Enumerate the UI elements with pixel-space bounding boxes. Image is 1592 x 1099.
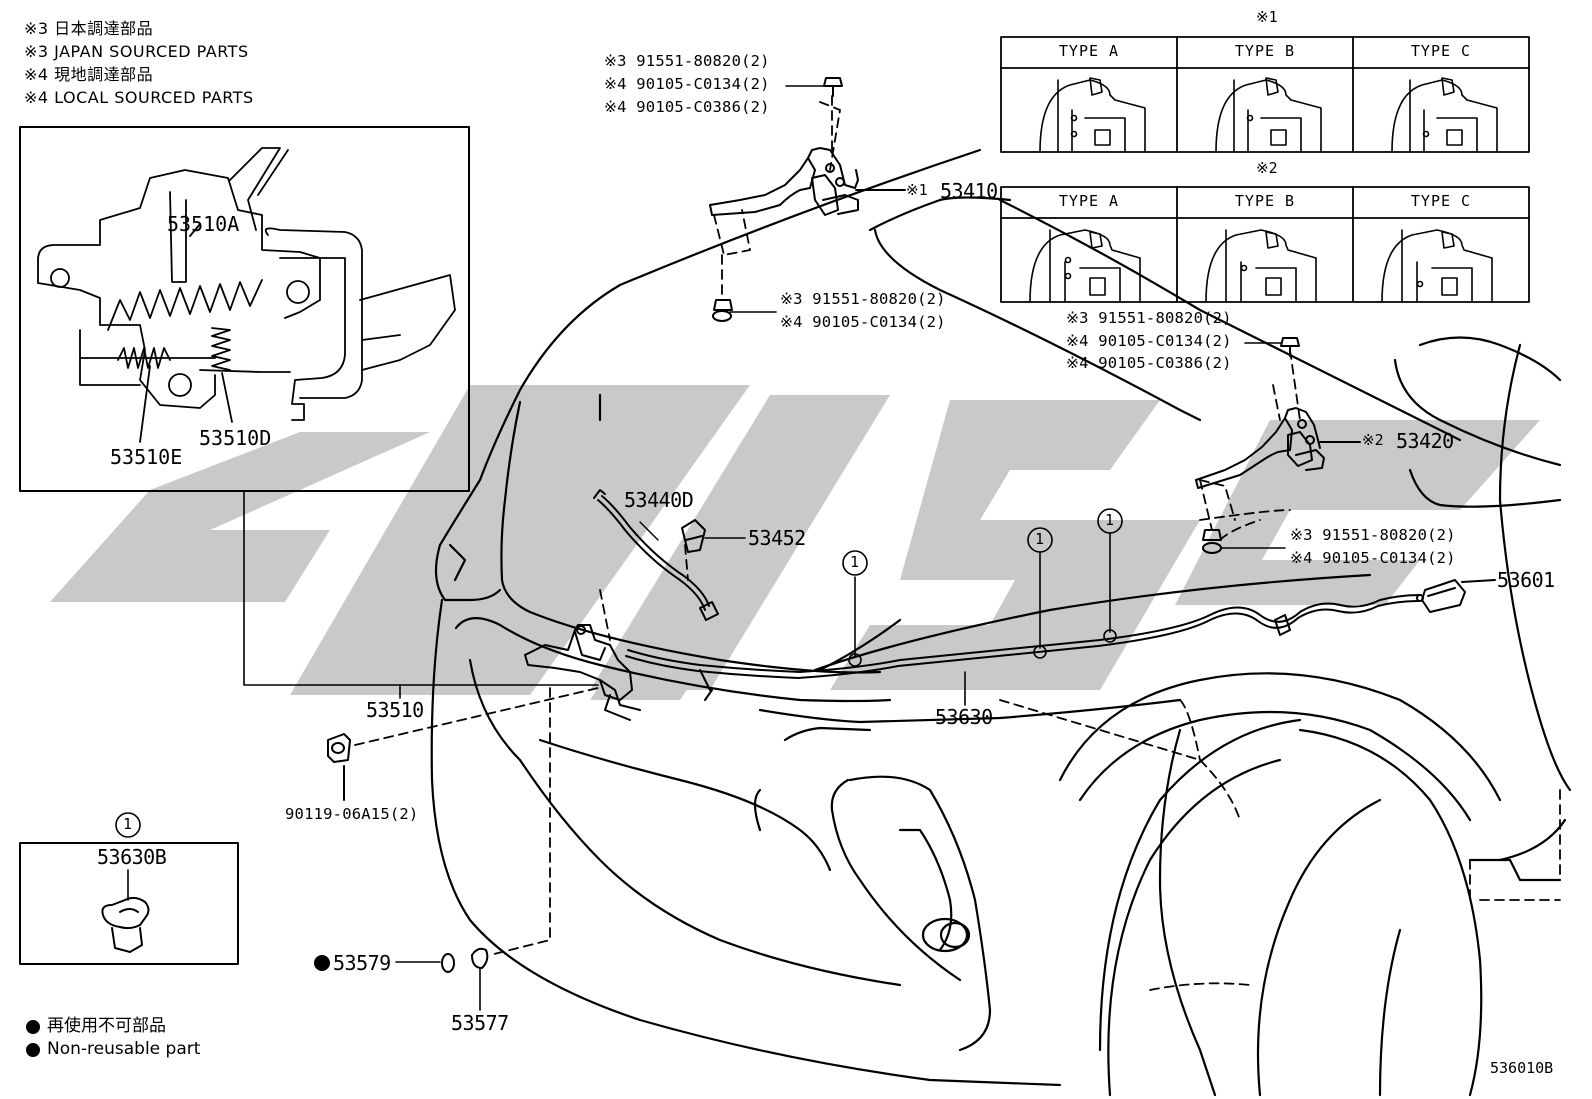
clip-53452 <box>681 519 746 553</box>
lock-detail-drawing <box>37 147 456 443</box>
part-53630b: 53630B <box>97 845 167 869</box>
clamp-callouts <box>842 508 1123 706</box>
clamp-inset-frame <box>19 842 239 965</box>
grommet-53579 <box>314 953 455 973</box>
hood-hinge-left <box>709 77 906 322</box>
callout-marker-2: 1 <box>1035 530 1045 548</box>
fastener-right-2: ※4 90105-C0134(2) <box>1066 332 1232 350</box>
part-53440d: 53440D <box>624 488 694 512</box>
fastener-top-2: ※4 90105-C0134(2) <box>604 75 770 93</box>
legend-bullet-2 <box>26 1043 40 1057</box>
cable-53440d <box>593 489 719 621</box>
callout-marker-3: 1 <box>1105 511 1115 529</box>
legend-en: Non-reusable part <box>47 1039 201 1059</box>
fastener-right-lower-2: ※4 90105-C0134(2) <box>1290 549 1456 567</box>
fastener-right-lower-1: ※3 91551-80820(2) <box>1290 526 1456 544</box>
car-body-outline <box>430 148 1572 1097</box>
callout-marker-inset: 1 <box>123 815 133 833</box>
label-53510a: 53510A <box>167 212 240 236</box>
type-table-1-header-c: TYPE C <box>1410 42 1472 60</box>
type-table-1-marker: ※1 <box>1256 8 1278 26</box>
hidden-lines <box>354 95 1561 991</box>
fastener-top-3: ※4 90105-C0386(2) <box>604 98 770 116</box>
label-53510e: 53510E <box>110 445 183 469</box>
type-table-2 <box>1000 186 1530 303</box>
part-53579: 53579 <box>333 951 391 975</box>
note-local-jp: ※4 現地調達部品 <box>24 65 154 84</box>
type-table-2-header-a: TYPE A <box>1058 192 1120 210</box>
type-table-2-marker: ※2 <box>1256 159 1278 177</box>
fastener-left-lower-2: ※4 90105-C0134(2) <box>780 313 946 331</box>
fastener-left-lower-1: ※3 91551-80820(2) <box>780 290 946 308</box>
hinge-right-marker: ※2 <box>1362 431 1384 449</box>
type-table-2-header-b: TYPE B <box>1234 192 1296 210</box>
part-90119: 90119-06A15(2) <box>285 805 419 823</box>
fastener-top-1: ※3 91551-80820(2) <box>604 52 770 70</box>
hood-lock-53510 <box>524 624 641 721</box>
cushion-53577 <box>471 947 489 1011</box>
part-53630: 53630 <box>935 705 993 729</box>
type-table-1-header-b: TYPE B <box>1234 42 1296 60</box>
diagram-code: 536010B <box>1490 1059 1554 1077</box>
type-table-2-header-c: TYPE C <box>1410 192 1472 210</box>
type-table-1 <box>1000 36 1530 153</box>
legend-bullet-1 <box>26 1020 40 1034</box>
bolt-90119 <box>327 733 351 801</box>
fastener-right-1: ※3 91551-80820(2) <box>1066 309 1232 327</box>
cable-53630 <box>625 594 1421 701</box>
part-53452: 53452 <box>748 526 806 550</box>
type-table-1-header-a: TYPE A <box>1058 42 1120 60</box>
part-53420: 53420 <box>1396 429 1454 453</box>
switch-53601 <box>1416 579 1496 613</box>
part-53601: 53601 <box>1497 568 1555 592</box>
hood-hinge-right <box>1195 337 1361 554</box>
label-53510d: 53510D <box>199 426 272 450</box>
fastener-right-3: ※4 90105-C0386(2) <box>1066 354 1232 372</box>
type-thumbnails <box>1029 77 1498 303</box>
note-japan-en: ※3 JAPAN SOURCED PARTS <box>24 42 249 61</box>
part-53410: 53410 <box>940 179 998 203</box>
hinge-left-marker: ※1 <box>906 181 928 199</box>
callout-marker-1: 1 <box>850 553 860 571</box>
note-japan-jp: ※3 日本調達部品 <box>24 19 154 38</box>
part-53577: 53577 <box>451 1011 509 1035</box>
part-53510: 53510 <box>366 698 424 722</box>
clamp-53630b <box>101 869 150 953</box>
note-local-en: ※4 LOCAL SOURCED PARTS <box>24 88 254 107</box>
legend-jp: 再使用不可部品 <box>47 1016 166 1036</box>
